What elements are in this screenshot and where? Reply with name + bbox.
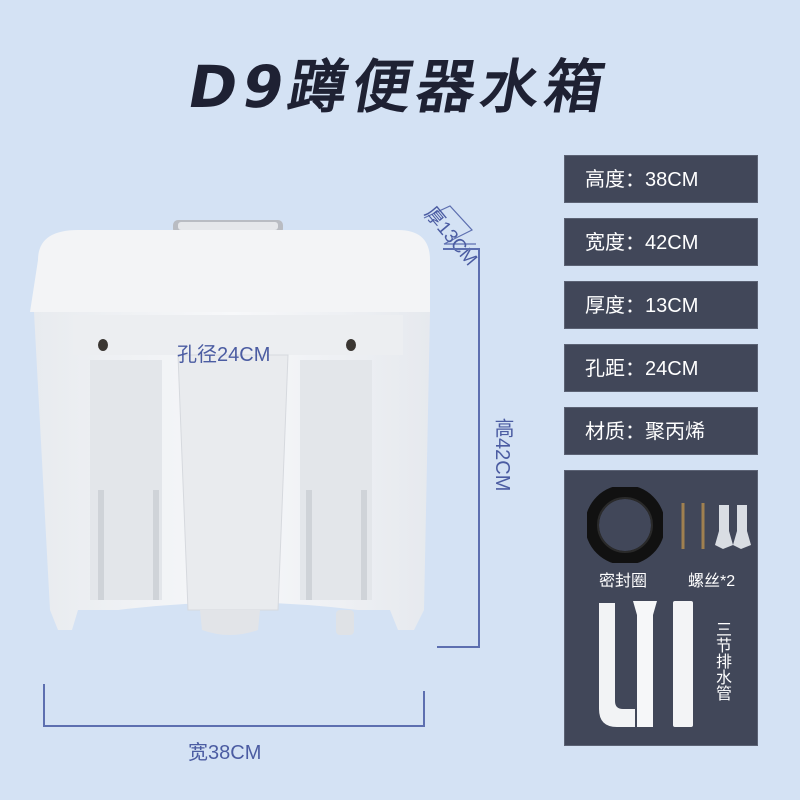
seal-ring-label: 密封圈	[599, 573, 648, 590]
spec-hole-distance: 孔距：24CM	[564, 344, 758, 392]
tank-image	[30, 220, 430, 635]
screws-label: 螺丝*2	[688, 573, 736, 590]
drain-pipe-label: 三节排水管	[713, 621, 732, 701]
height-label: 高42CM	[491, 418, 513, 492]
width-dimension-line	[43, 725, 425, 727]
width-dim-tick-left	[43, 684, 45, 726]
spec-height: 高度：38CM	[564, 155, 758, 203]
page-title: D9蹲便器水箱	[182, 53, 616, 121]
width-label: 宽38CM	[188, 742, 262, 764]
spec-width: 宽度：42CM	[564, 218, 758, 266]
screws-icon	[681, 503, 751, 549]
accessories-panel: 密封圈 螺丝*2 三节排水管	[564, 470, 758, 746]
drain-pipes-icon	[599, 601, 693, 727]
height-dim-tick-bottom	[437, 646, 479, 648]
hole-distance-label: 孔径24CM	[177, 344, 271, 366]
height-dim-tick-top	[443, 248, 479, 250]
height-dimension-line	[478, 248, 480, 648]
spec-thickness: 厚度：13CM	[564, 281, 758, 329]
spec-list: 高度：38CM 宽度：42CM 厚度：13CM 孔距：24CM 材质：聚丙烯	[564, 155, 758, 470]
seal-ring-icon	[587, 487, 663, 563]
thickness-dimension-line	[423, 205, 476, 245]
spec-material: 材质：聚丙烯	[564, 407, 758, 455]
width-dim-tick-right	[423, 691, 425, 726]
